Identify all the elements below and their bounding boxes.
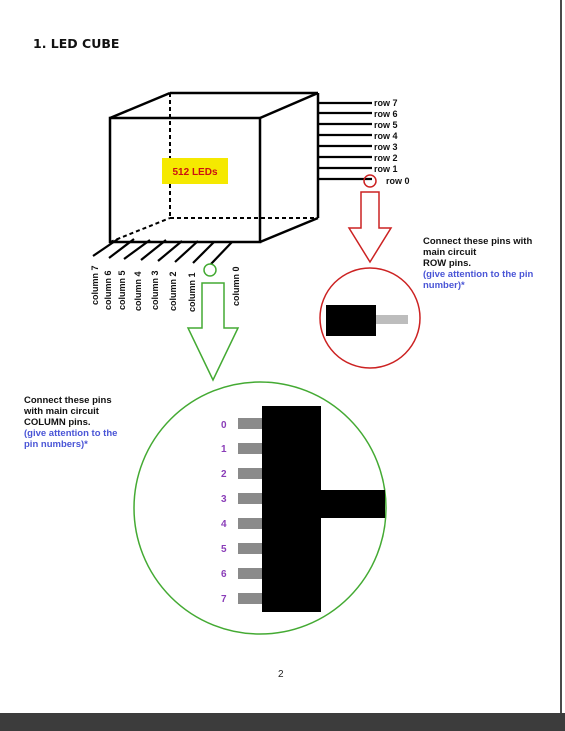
column-callout-arrow	[186, 282, 240, 382]
row-label: row 5	[374, 120, 398, 130]
column-label: column 0	[231, 266, 241, 306]
column-labels: column 7 column 6 column 5 column 4 colu…	[90, 265, 241, 312]
row-callout-arrow	[347, 191, 393, 264]
note-highlight: number)*	[423, 280, 465, 291]
column-header-body	[262, 406, 321, 612]
note-highlight: (give attention to the	[24, 428, 118, 439]
column-connection-note: Connect these pins with main circuit COL…	[24, 395, 117, 450]
note-line: main circuit	[423, 247, 477, 258]
column-header-pins	[238, 418, 262, 604]
pin-number: 1	[221, 444, 227, 455]
column-label: column 5	[117, 270, 127, 310]
cube-label: 512 LEDs	[172, 167, 217, 178]
column-pin-lines	[92, 238, 233, 265]
row-label: row 7	[374, 98, 398, 108]
document-page	[560, 0, 562, 713]
column-label: column 3	[150, 270, 160, 310]
page-number: 2	[278, 669, 284, 680]
pin-number: 6	[221, 569, 227, 580]
note-line: COLUMN pins.	[24, 417, 91, 428]
row-label: row 2	[374, 153, 398, 163]
column-zoom-circle	[133, 381, 387, 635]
row-label: row 6	[374, 109, 398, 119]
note-line: Connect these pins with	[423, 236, 533, 247]
row-label: row 4	[374, 131, 398, 141]
column-header-stem	[321, 490, 385, 518]
row-zoom-pin-body	[326, 305, 376, 336]
column-label: column 1	[187, 272, 197, 312]
row-label: row 1	[374, 164, 398, 174]
row-connection-note: Connect these pins with main circuit ROW…	[423, 236, 533, 291]
row0-highlight-circle	[363, 174, 377, 188]
cube-visible-edges	[108, 91, 320, 244]
pin-number: 2	[221, 469, 227, 480]
row-label: row 0	[386, 176, 410, 186]
row-pin-lines	[319, 101, 372, 181]
column0-highlight-circle	[203, 263, 217, 277]
note-highlight: (give attention to the pin	[423, 269, 534, 280]
pin-number: 3	[221, 494, 227, 505]
viewer-bottom-bar	[0, 713, 565, 731]
note-highlight: pin numbers)*	[24, 439, 88, 450]
pin-number: 0	[221, 420, 227, 431]
note-line: Connect these pins	[24, 395, 112, 406]
row-zoom-pin-lead	[376, 315, 408, 324]
column-label: column 7	[90, 265, 100, 305]
pin-number: 7	[221, 594, 227, 605]
pin-number: 4	[221, 519, 227, 530]
cube-label-box	[162, 158, 228, 184]
note-line: with main circuit	[24, 406, 99, 417]
column-label: column 4	[133, 271, 143, 311]
section-heading: 1. LED CUBE	[33, 36, 120, 51]
column-label: column 6	[103, 270, 113, 310]
column-label: column 2	[168, 271, 178, 311]
row-label: row 3	[374, 142, 398, 152]
pin-number-labels: 0 1 2 3 4 5 6 7	[221, 420, 227, 605]
cube-hidden-edges	[109, 93, 318, 243]
pin-number: 5	[221, 544, 227, 555]
row-labels: row 7 row 6 row 5 row 4 row 3 row 2 row …	[374, 98, 410, 186]
note-line: ROW pins.	[423, 258, 472, 269]
